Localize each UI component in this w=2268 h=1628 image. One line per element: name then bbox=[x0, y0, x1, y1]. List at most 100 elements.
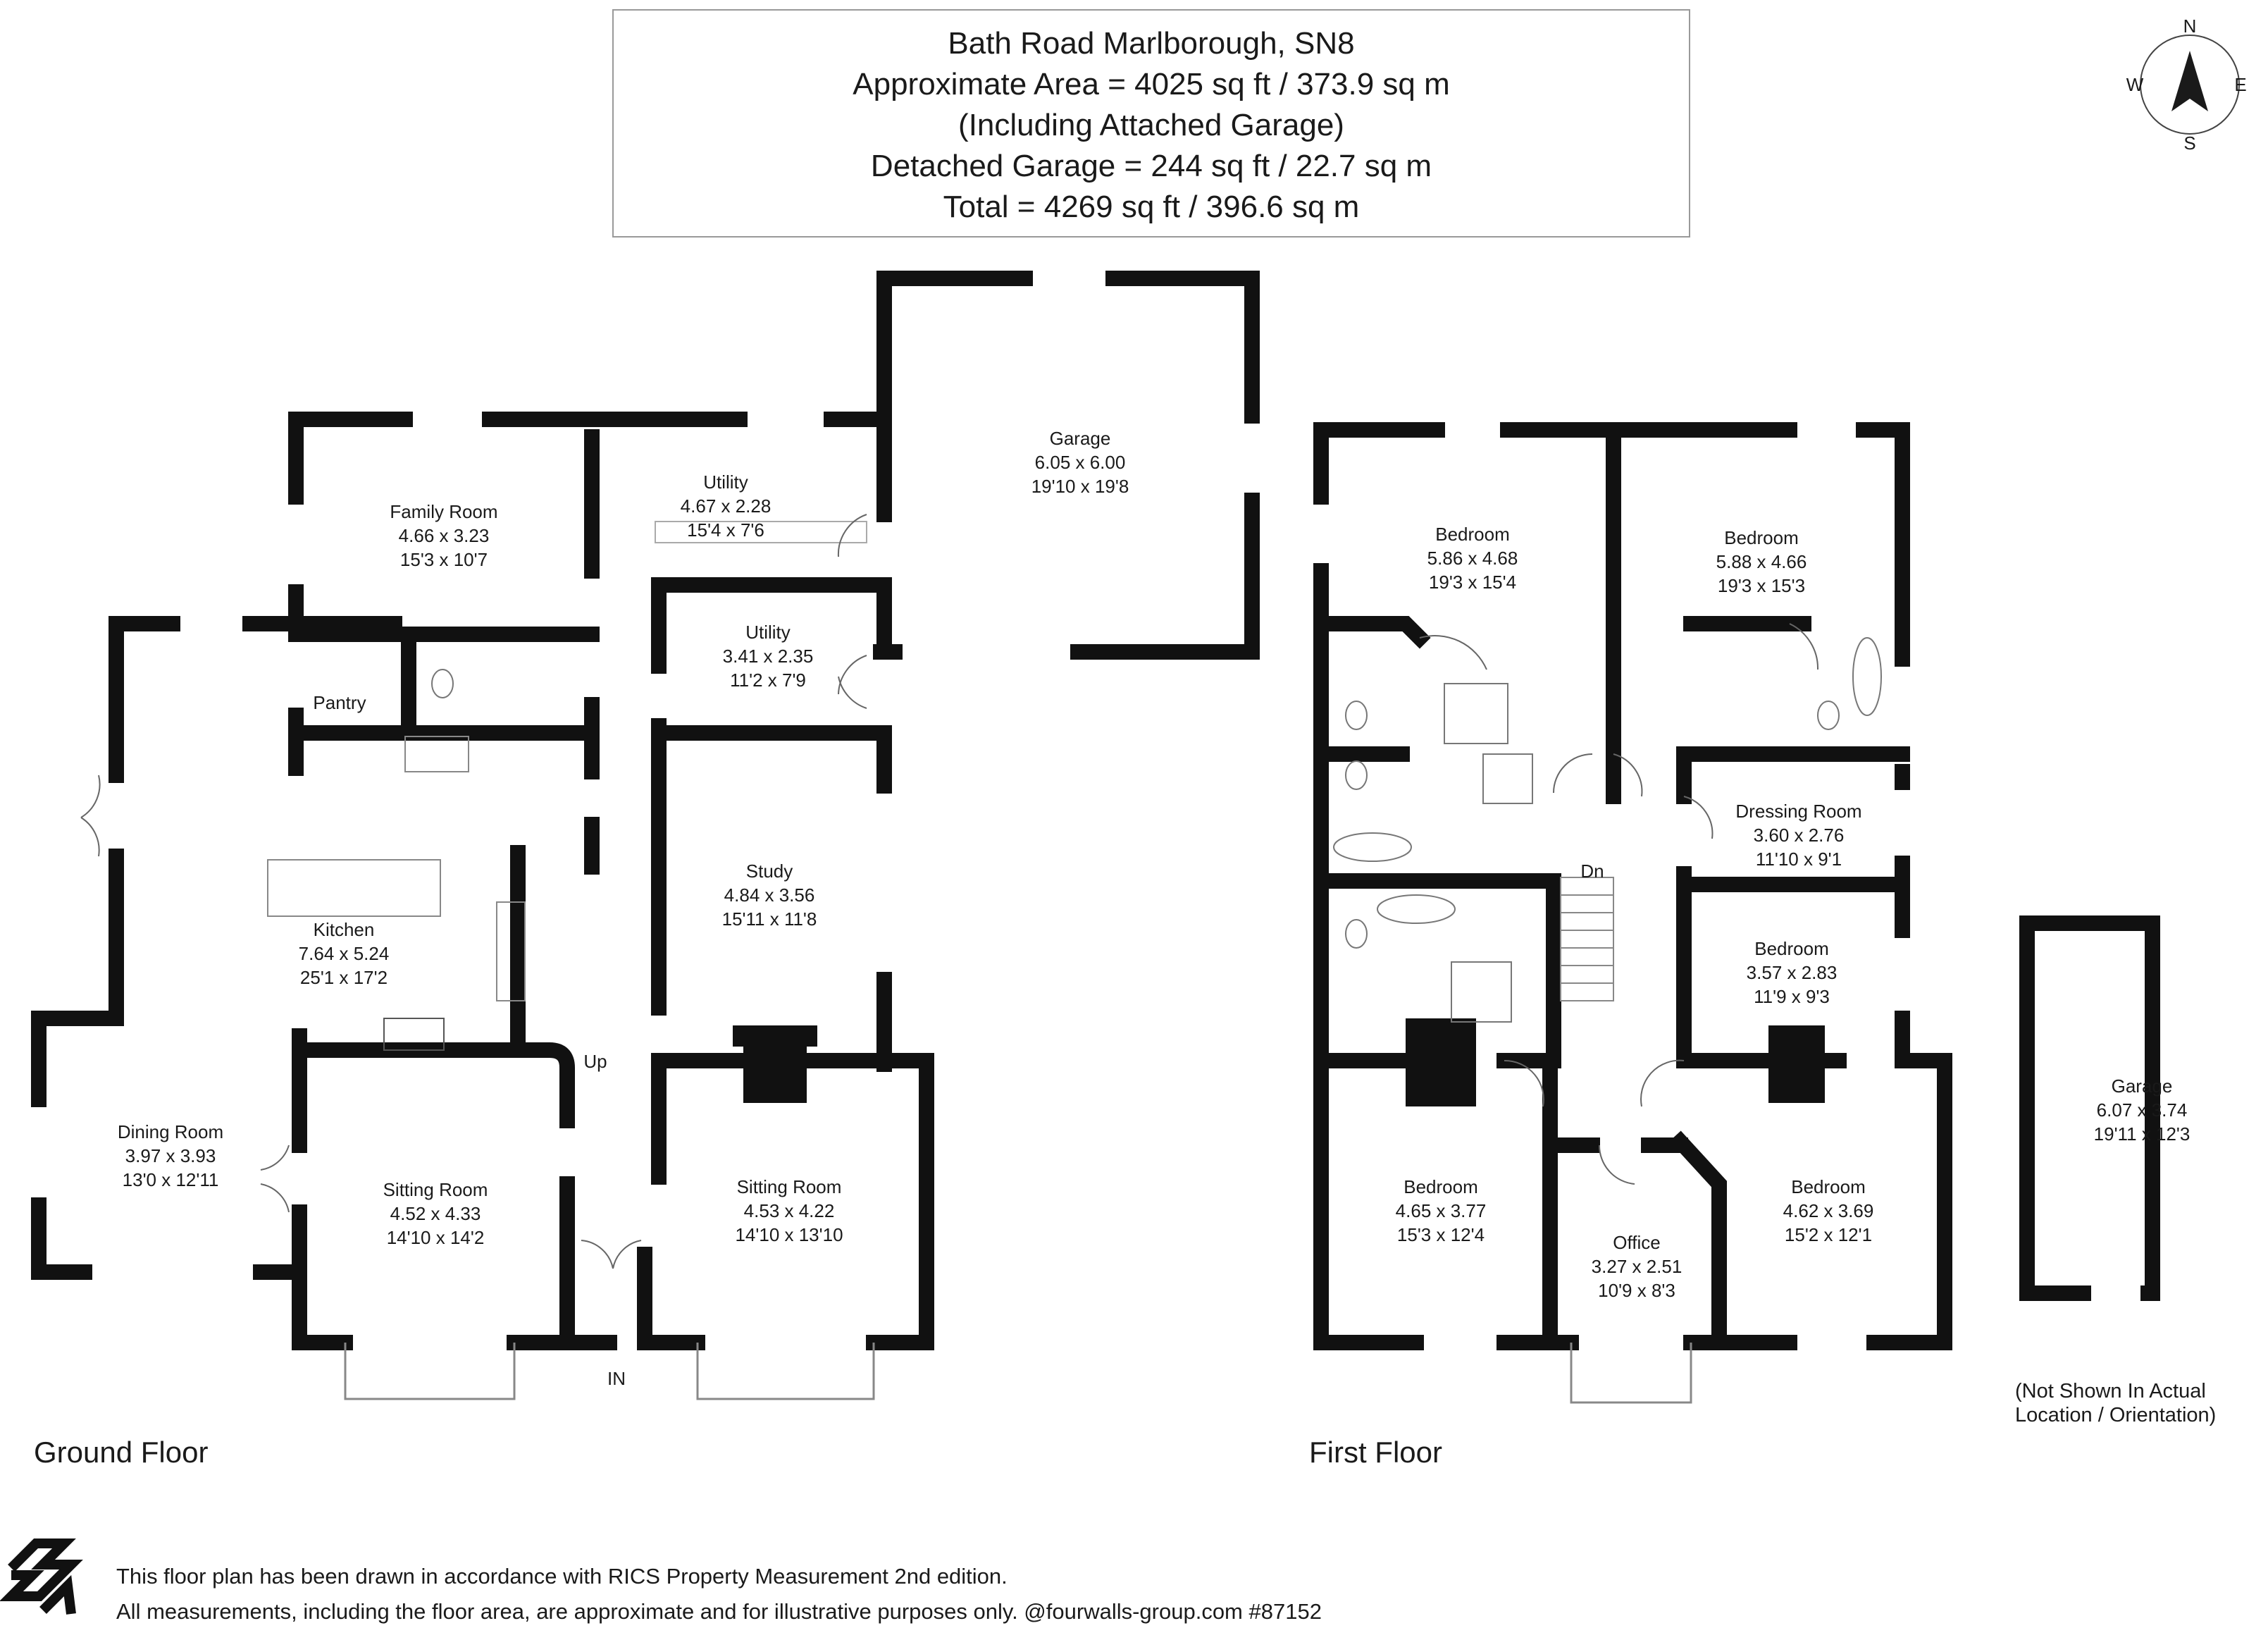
detached-garage-note1: (Not Shown In Actual bbox=[2015, 1380, 2206, 1402]
header-box bbox=[612, 9, 1690, 238]
bedroom-e-name: Bedroom bbox=[1754, 938, 1829, 959]
bedroom-ne-name: Bedroom bbox=[1724, 527, 1799, 548]
shower-icon bbox=[1444, 683, 1508, 744]
sitting-room-right-imperial: 14'10 x 13'10 bbox=[735, 1224, 843, 1245]
bedroom-se-metric: 4.62 x 3.69 bbox=[1783, 1200, 1874, 1221]
kitchen-island bbox=[267, 859, 441, 917]
first-floor-doors bbox=[1419, 623, 1819, 1185]
toilet-icon bbox=[1817, 701, 1840, 730]
sitting-room-left-imperial: 14'10 x 14'2 bbox=[387, 1227, 485, 1248]
utility2-name: Utility bbox=[745, 622, 791, 643]
office-name: Office bbox=[1613, 1232, 1660, 1253]
garage-metric: 6.05 x 6.00 bbox=[1035, 452, 1126, 473]
fourwalls-logo-icon bbox=[0, 1538, 83, 1615]
toilet-icon bbox=[1345, 919, 1368, 949]
first-floor-walls bbox=[1313, 422, 1952, 1350]
family-room-metric: 4.66 x 3.23 bbox=[399, 525, 490, 546]
header-area: Approximate Area = 4025 sq ft / 373.9 sq… bbox=[853, 67, 1450, 101]
header-total: Total = 4269 sq ft / 396.6 sq m bbox=[943, 190, 1360, 224]
bedroom-nw-imperial: 19'3 x 15'4 bbox=[1429, 572, 1516, 593]
sitting-room-right-metric: 4.53 x 4.22 bbox=[744, 1200, 835, 1221]
detached-garage-metric: 6.07 x 3.74 bbox=[2097, 1099, 2188, 1121]
study-metric: 4.84 x 3.56 bbox=[724, 884, 815, 906]
bath-icon bbox=[1377, 894, 1456, 924]
dressing-room-metric: 3.60 x 2.76 bbox=[1754, 825, 1845, 846]
ground-floor-title: Ground Floor bbox=[34, 1436, 208, 1469]
entrance-label: IN bbox=[607, 1368, 626, 1389]
compass-w: W bbox=[2126, 74, 2144, 95]
utility2-imperial: 11'2 x 7'9 bbox=[730, 670, 806, 691]
bedroom-e-metric: 3.57 x 2.83 bbox=[1747, 962, 1838, 983]
utility2-metric: 3.41 x 2.35 bbox=[723, 646, 814, 667]
dressing-room-imperial: 11'10 x 9'1 bbox=[1756, 849, 1842, 870]
bedroom-sw-name: Bedroom bbox=[1403, 1176, 1478, 1197]
bedroom-ne-imperial: 19'3 x 15'3 bbox=[1718, 575, 1805, 596]
toilet-icon bbox=[431, 669, 454, 698]
study-imperial: 15'11 x 11'8 bbox=[722, 908, 817, 930]
detached-garage-imperial: 19'11 x 12'3 bbox=[2094, 1123, 2190, 1145]
detached-garage-opening bbox=[2091, 1285, 2140, 1301]
first-floor-title: First Floor bbox=[1309, 1436, 1442, 1469]
kitchen-imperial: 25'1 x 17'2 bbox=[300, 967, 388, 988]
bedroom-se-imperial: 15'2 x 12'1 bbox=[1785, 1224, 1872, 1245]
dressing-room-name: Dressing Room bbox=[1735, 801, 1861, 822]
garage-name: Garage bbox=[1050, 428, 1111, 449]
utility1-metric: 4.67 x 2.28 bbox=[681, 495, 772, 517]
shower-icon bbox=[1451, 961, 1512, 1023]
chimney-first-left bbox=[1406, 1018, 1476, 1106]
family-room-name: Family Room bbox=[390, 501, 497, 522]
ground-room-labels: Family Room 4.66 x 3.23 15'3 x 10'7 Util… bbox=[118, 428, 1129, 1389]
bedroom-nw-name: Bedroom bbox=[1435, 524, 1510, 545]
footer-line1: This floor plan has been drawn in accord… bbox=[116, 1564, 1008, 1589]
sitting-room-left-name: Sitting Room bbox=[383, 1179, 488, 1200]
ground-floor-walls bbox=[31, 271, 1260, 1350]
stairs-up-label: Up bbox=[583, 1051, 607, 1072]
first-room-labels: Bedroom 5.86 x 4.68 19'3 x 15'4 Bedroom … bbox=[1396, 524, 1874, 1301]
ground-doors bbox=[80, 514, 867, 1269]
header-detached: Detached Garage = 244 sq ft / 22.7 sq m bbox=[871, 149, 1432, 183]
compass-e: E bbox=[2234, 74, 2246, 95]
utility-worktop bbox=[655, 521, 867, 543]
bath-icon bbox=[1852, 637, 1882, 716]
sitting-room-right-name: Sitting Room bbox=[737, 1176, 842, 1197]
shower-icon bbox=[1482, 753, 1533, 804]
bedroom-sw-imperial: 15'3 x 12'4 bbox=[1397, 1224, 1485, 1245]
kitchen-name: Kitchen bbox=[314, 919, 375, 940]
bedroom-nw-metric: 5.86 x 4.68 bbox=[1427, 548, 1518, 569]
bathroom-fixtures bbox=[431, 637, 1882, 1023]
staircase bbox=[1560, 877, 1614, 1001]
bay-window-right bbox=[696, 1343, 875, 1400]
bedroom-se-name: Bedroom bbox=[1791, 1176, 1866, 1197]
chimney-ground-base bbox=[733, 1025, 817, 1047]
compass-n: N bbox=[2183, 16, 2197, 37]
bay-window-office bbox=[1570, 1343, 1692, 1404]
sitting-room-left-metric: 4.52 x 4.33 bbox=[390, 1203, 481, 1224]
hob bbox=[383, 1018, 445, 1051]
detached-garage-note2: Location / Orientation) bbox=[2015, 1404, 2216, 1426]
utility1-imperial: 15'4 x 7'6 bbox=[687, 519, 764, 541]
header-including: (Including Attached Garage) bbox=[958, 108, 1344, 142]
dining-room-imperial: 13'0 x 12'11 bbox=[123, 1169, 219, 1190]
kitchen-counter bbox=[496, 901, 526, 1001]
chimney-first-right bbox=[1768, 1025, 1825, 1103]
pantry-shelves bbox=[404, 736, 469, 772]
detached-garage-walls bbox=[2019, 915, 2160, 1301]
office-imperial: 10'9 x 8'3 bbox=[1598, 1280, 1675, 1301]
office-metric: 3.27 x 2.51 bbox=[1592, 1256, 1683, 1277]
compass-rose: N E S W bbox=[2126, 16, 2247, 154]
garage-imperial: 19'10 x 19'8 bbox=[1031, 476, 1129, 497]
compass-s: S bbox=[2183, 132, 2195, 154]
toilet-icon bbox=[1345, 701, 1368, 730]
dining-room-metric: 3.97 x 3.93 bbox=[125, 1145, 216, 1166]
bay-window-left bbox=[344, 1343, 516, 1400]
bath-icon bbox=[1333, 832, 1412, 862]
toilet-icon bbox=[1345, 760, 1368, 790]
kitchen-metric: 7.64 x 5.24 bbox=[299, 943, 390, 964]
north-arrow-icon bbox=[2171, 51, 2208, 111]
family-room-imperial: 15'3 x 10'7 bbox=[400, 549, 488, 570]
bedroom-e-imperial: 11'9 x 9'3 bbox=[1754, 986, 1830, 1007]
footer-line2: All measurements, including the floor ar… bbox=[116, 1599, 1322, 1624]
pantry-name: Pantry bbox=[313, 692, 366, 713]
bedroom-ne-metric: 5.88 x 4.66 bbox=[1716, 551, 1807, 572]
